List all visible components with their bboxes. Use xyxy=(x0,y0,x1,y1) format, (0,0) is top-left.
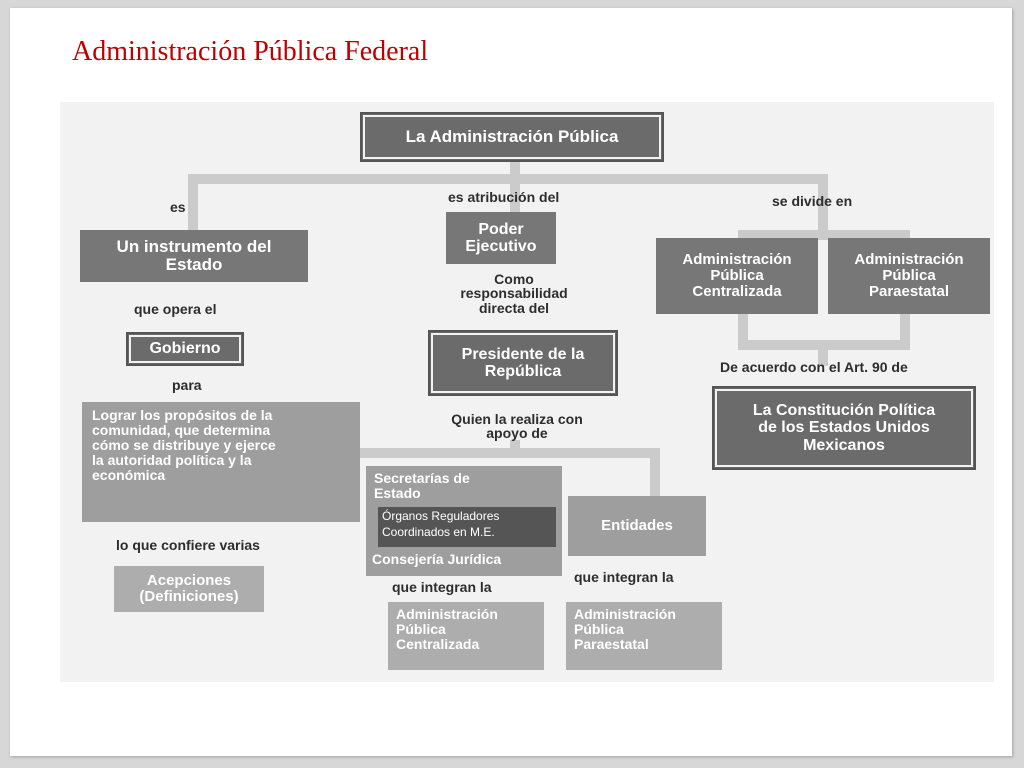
acepciones-line-1: Acepciones xyxy=(146,571,232,589)
constitucion-line-1: La Constitución Política xyxy=(752,402,936,420)
app-bottom-label: Administración Pública Paraestatal xyxy=(574,606,676,653)
connector-right-join-left xyxy=(738,312,748,350)
label-quien-line-2: apoyo de xyxy=(486,425,548,442)
app-bottom-line-1: Administración xyxy=(574,606,676,622)
constitucion-line-3: Mexicanos xyxy=(803,436,885,454)
label-se-divide: se divide en xyxy=(772,193,853,209)
propositos-line-5: económica xyxy=(92,467,166,484)
apc-bottom-line-3: Centralizada xyxy=(396,636,480,653)
apc-node: Administración Pública Centralizada xyxy=(656,238,818,314)
instrumento-label: Un instrumento del Estado xyxy=(116,236,272,275)
gobierno-node: Gobierno xyxy=(126,332,244,366)
propositos-line-2: comunidad, que determina xyxy=(92,422,271,439)
presidente-line-1: Presidente de la xyxy=(461,345,585,363)
entidades-node: Entidades xyxy=(568,496,706,556)
propositos-line-3: cómo se distribuye y ejerce xyxy=(92,437,276,454)
app-node: Administración Pública Paraestatal xyxy=(828,238,990,314)
label-directa: directa del xyxy=(478,299,550,316)
app-line-3: Paraestatal xyxy=(868,283,950,301)
app-line-1: Administración xyxy=(854,250,964,268)
app-bottom-node: Administración Pública Paraestatal xyxy=(566,602,722,670)
presidente-node: Presidente de la República xyxy=(428,330,618,396)
propositos-node: Lograr los propósitos de la comunidad, q… xyxy=(82,402,360,522)
apc-line-2: Pública xyxy=(710,266,764,284)
poder-line-1: Poder xyxy=(478,220,524,238)
connector-root-down xyxy=(510,160,520,180)
organos-reguladores-overlay: Órganos Reguladores Coordinados en M.E. xyxy=(378,507,556,547)
label-que-opera: que opera el xyxy=(134,301,217,317)
presidente-line-2: República xyxy=(484,363,562,380)
instrumento-node: Un instrumento del Estado xyxy=(80,230,308,282)
presidente-label: Presidente de la República xyxy=(462,346,585,381)
slide-title: Administración Pública Federal xyxy=(72,36,429,67)
acepciones-node: Acepciones (Definiciones) xyxy=(114,566,264,612)
acepciones-line-2: (Definiciones) xyxy=(139,588,239,605)
apc-line-1: Administración xyxy=(682,250,792,268)
connector-right-split xyxy=(738,230,910,240)
constitucion-line-2: de los Estados Unidos xyxy=(758,419,930,437)
label-que-integran-1: que integran la xyxy=(392,579,492,595)
gobierno-label: Gobierno xyxy=(149,340,221,358)
apc-bottom-line-1: Administración xyxy=(396,606,498,622)
connector-right-join-right xyxy=(900,312,910,350)
poder-ejecutivo-node: Poder Ejecutivo xyxy=(446,212,556,264)
label-quien-line-1: Quien la realiza con xyxy=(451,411,583,427)
label-para: para xyxy=(172,377,202,393)
connector-support-center xyxy=(510,440,520,458)
label-responsabilidad-line: responsabilidad xyxy=(460,285,568,302)
constitucion-node: La Constitución Política de los Estados … xyxy=(712,386,976,470)
propositos-line-4: la autoridad política y la xyxy=(92,452,252,469)
label-lo-que-confiere: lo que confiere varias xyxy=(116,537,260,553)
constitucion-label: La Constitución Política de los Estados … xyxy=(753,402,935,454)
connector-right-to-art xyxy=(818,340,828,366)
root-node-label: La Administración Pública xyxy=(405,126,619,146)
propositos-label: Lograr los propósitos de la comunidad, q… xyxy=(92,407,276,484)
apc-line-3: Centralizada xyxy=(692,283,782,301)
secretarias-line-1: Secretarías de xyxy=(374,470,470,486)
label-quien-realiza: Quien la realiza con apoyo de xyxy=(432,412,602,441)
label-responsabilidad: Como responsabilidad directa del xyxy=(444,272,584,315)
connector-center-down xyxy=(510,174,520,214)
connector-right-down xyxy=(818,174,828,238)
root-node: La Administración Pública xyxy=(360,112,664,162)
label-es: es xyxy=(170,199,186,215)
label-es-atribucion: es atribución del xyxy=(448,189,560,205)
instrumento-line-1: Un instrumento del xyxy=(116,236,272,256)
app-label: Administración Pública Paraestatal xyxy=(854,250,964,301)
propositos-line-1: Lograr los propósitos de la xyxy=(92,407,273,423)
app-bottom-line-3: Paraestatal xyxy=(574,636,649,653)
apc-bottom-node: Administración Pública Centralizada xyxy=(388,602,544,670)
apc-bottom-line-2: Pública xyxy=(396,621,446,638)
entidades-label: Entidades xyxy=(601,516,673,534)
app-bottom-line-2: Pública xyxy=(574,621,624,638)
connector-support-right xyxy=(650,448,660,498)
connector-left-down xyxy=(188,174,198,232)
app-line-2: Pública xyxy=(882,266,936,284)
label-que-integran-2: que integran la xyxy=(574,569,674,585)
organos-line-1: Órganos Reguladores xyxy=(382,509,500,523)
apc-label: Administración Pública Centralizada xyxy=(682,250,792,301)
poder-ejecutivo-label: Poder Ejecutivo xyxy=(465,221,536,256)
secretarias-label: Secretarías de Estado xyxy=(374,470,470,502)
connector-top-bar xyxy=(188,174,828,184)
apc-bottom-label: Administración Pública Centralizada xyxy=(396,606,498,653)
label-de-acuerdo: De acuerdo con el Art. 90 de xyxy=(720,359,908,375)
secretarias-line-2: Estado xyxy=(374,485,421,502)
instrumento-line-2: Estado xyxy=(165,255,223,274)
acepciones-label: Acepciones (Definiciones) xyxy=(139,571,239,605)
poder-line-2: Ejecutivo xyxy=(465,238,537,255)
concept-map: La Administración Pública es es atribuci… xyxy=(60,102,994,682)
organos-line-2: Coordinados en M.E. xyxy=(382,524,495,539)
consejeria-label: Consejería Jurídica xyxy=(372,551,502,567)
label-como: Como xyxy=(494,271,534,287)
